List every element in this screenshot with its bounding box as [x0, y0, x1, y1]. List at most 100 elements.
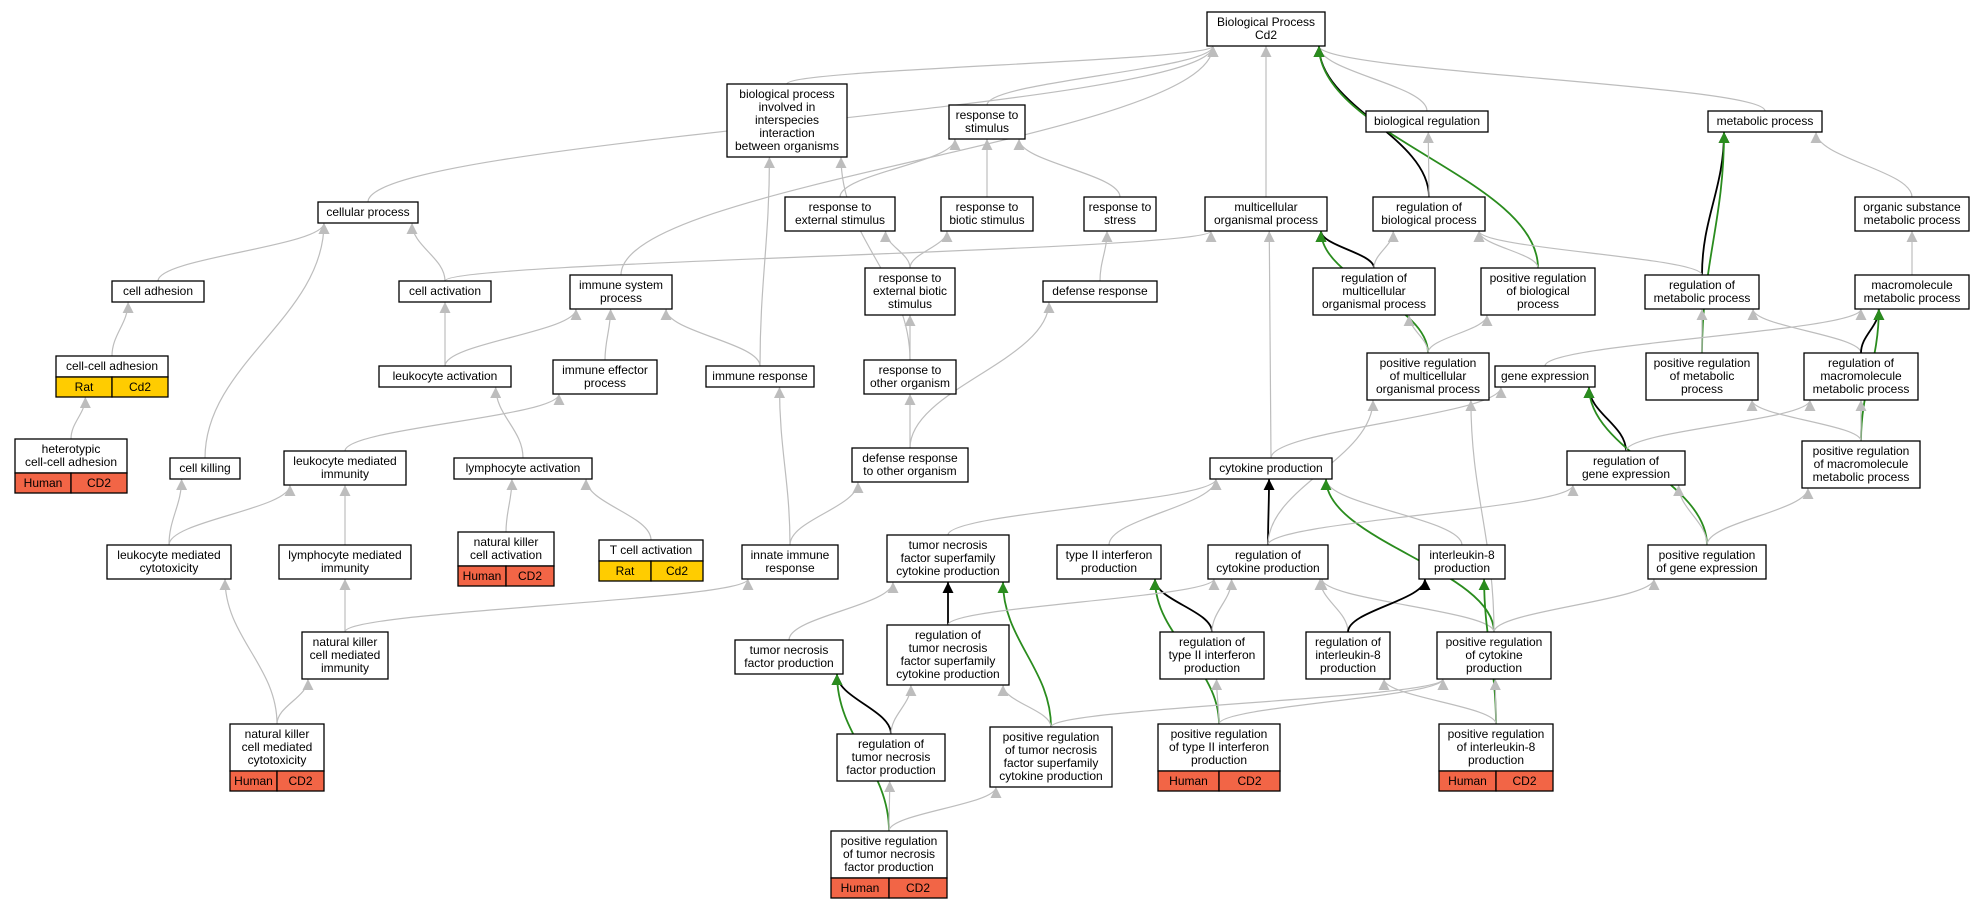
node-box — [1305, 631, 1391, 680]
graph-edge-gray — [774, 386, 791, 546]
node-label-line: of type II interferon — [1169, 740, 1269, 754]
graph-edge-gray — [1625, 399, 1816, 452]
node-label-line: leukocyte mediated — [293, 454, 396, 468]
node-label-line: interaction — [759, 126, 814, 140]
node-box — [726, 83, 848, 158]
edges-layer — [70, 45, 1918, 832]
graph-edge-gray — [880, 230, 911, 269]
graph-edge-gray — [1099, 230, 1113, 282]
graph-edge-gray — [1263, 230, 1275, 459]
node-box — [886, 624, 1010, 686]
node-label-line: cell-cell adhesion — [25, 455, 117, 469]
go-term-node[interactable]: gene expression — [1494, 365, 1596, 388]
node-label-line: regulation of — [915, 628, 982, 642]
go-term-node[interactable]: cell adhesion — [111, 280, 205, 303]
node-box — [378, 365, 512, 388]
node-box — [1566, 450, 1686, 486]
node-label-line: multicellular — [1342, 284, 1405, 298]
graph-edge-gray — [839, 138, 961, 198]
node-box — [283, 450, 407, 486]
node-label-line: Biological Process — [1217, 15, 1315, 29]
node-box — [1159, 631, 1265, 680]
go-term-node[interactable]: immune response — [705, 365, 815, 388]
node-label-line: organismal process — [1322, 297, 1426, 311]
go-term-node[interactable]: metabolic process — [1707, 110, 1823, 133]
go-term-node[interactable]: lymphocyte activation — [453, 457, 593, 480]
node-label-line: defense response — [862, 451, 958, 465]
go-term-node[interactable]: biological regulation — [1365, 110, 1489, 133]
node-label-line: macromolecule — [1871, 278, 1953, 292]
node-label-line: gene expression — [1501, 369, 1589, 383]
node-label-line: tumor necrosis — [909, 641, 988, 655]
graph-edge-black — [831, 673, 892, 735]
graph-edge-gray — [1050, 678, 1449, 728]
node-label-line: response to — [956, 200, 1019, 214]
go-term-node[interactable]: leukocyte activation — [378, 365, 512, 388]
graph-edge-gray — [111, 301, 134, 357]
node-label-line: cell-cell adhesion — [66, 359, 158, 373]
go-term-node[interactable]: cytokine production — [1209, 457, 1333, 480]
annotation-tag-label: CD2 — [1512, 774, 1536, 788]
node-label-line: factor superfamily — [1004, 756, 1099, 770]
go-term-node[interactable]: cellular process — [317, 201, 419, 224]
graph-edge-gray — [909, 301, 1055, 449]
node-label-line: cytokine production — [999, 769, 1102, 783]
node-box — [1854, 196, 1970, 232]
node-label-line: cytokine production — [896, 667, 999, 681]
graph-edge-gray — [1211, 678, 1223, 725]
graph-edge-gray — [1314, 578, 1349, 633]
go-term-node[interactable]: defense response — [1042, 280, 1158, 303]
go-term-node[interactable]: cell killing — [169, 457, 241, 480]
go-term-node[interactable]: cell activation — [398, 280, 492, 303]
